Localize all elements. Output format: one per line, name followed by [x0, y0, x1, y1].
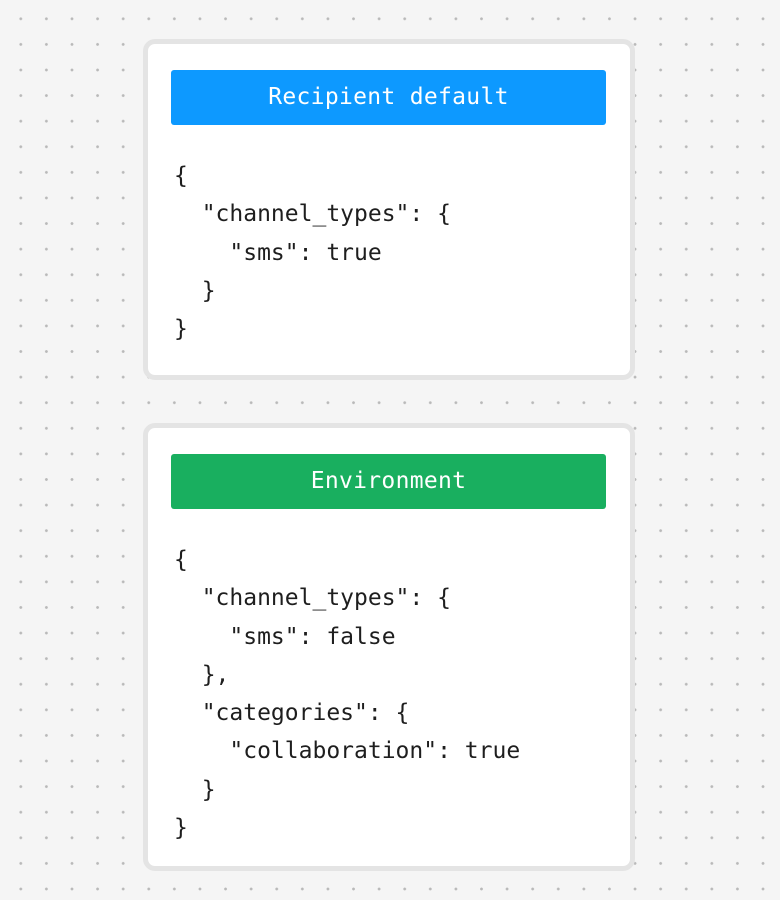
environment-code: { "channel_types": { "sms": false }, "ca… [174, 541, 520, 847]
code-line: } [174, 277, 216, 304]
code-line: } [174, 815, 188, 842]
code-line: "channel_types": { [174, 585, 451, 612]
recipient-default-header: Recipient default [171, 70, 606, 125]
code-line: "categories": { [174, 700, 410, 727]
code-line: } [174, 776, 216, 803]
recipient-default-card: Recipient default { "channel_types": { "… [143, 39, 635, 380]
recipient-default-code: { "channel_types": { "sms": true }} [174, 157, 451, 348]
code-line: "channel_types": { [174, 201, 451, 228]
code-line: "sms": false [174, 623, 396, 650]
code-line: { [174, 547, 188, 573]
code-line: "sms": true [174, 239, 382, 266]
code-line: } [174, 316, 188, 343]
code-line: "collaboration": true [174, 738, 521, 765]
code-line: }, [174, 661, 230, 688]
code-line: { [174, 163, 188, 189]
environment-header: Environment [171, 454, 606, 509]
environment-card: Environment { "channel_types": { "sms": … [143, 423, 635, 871]
